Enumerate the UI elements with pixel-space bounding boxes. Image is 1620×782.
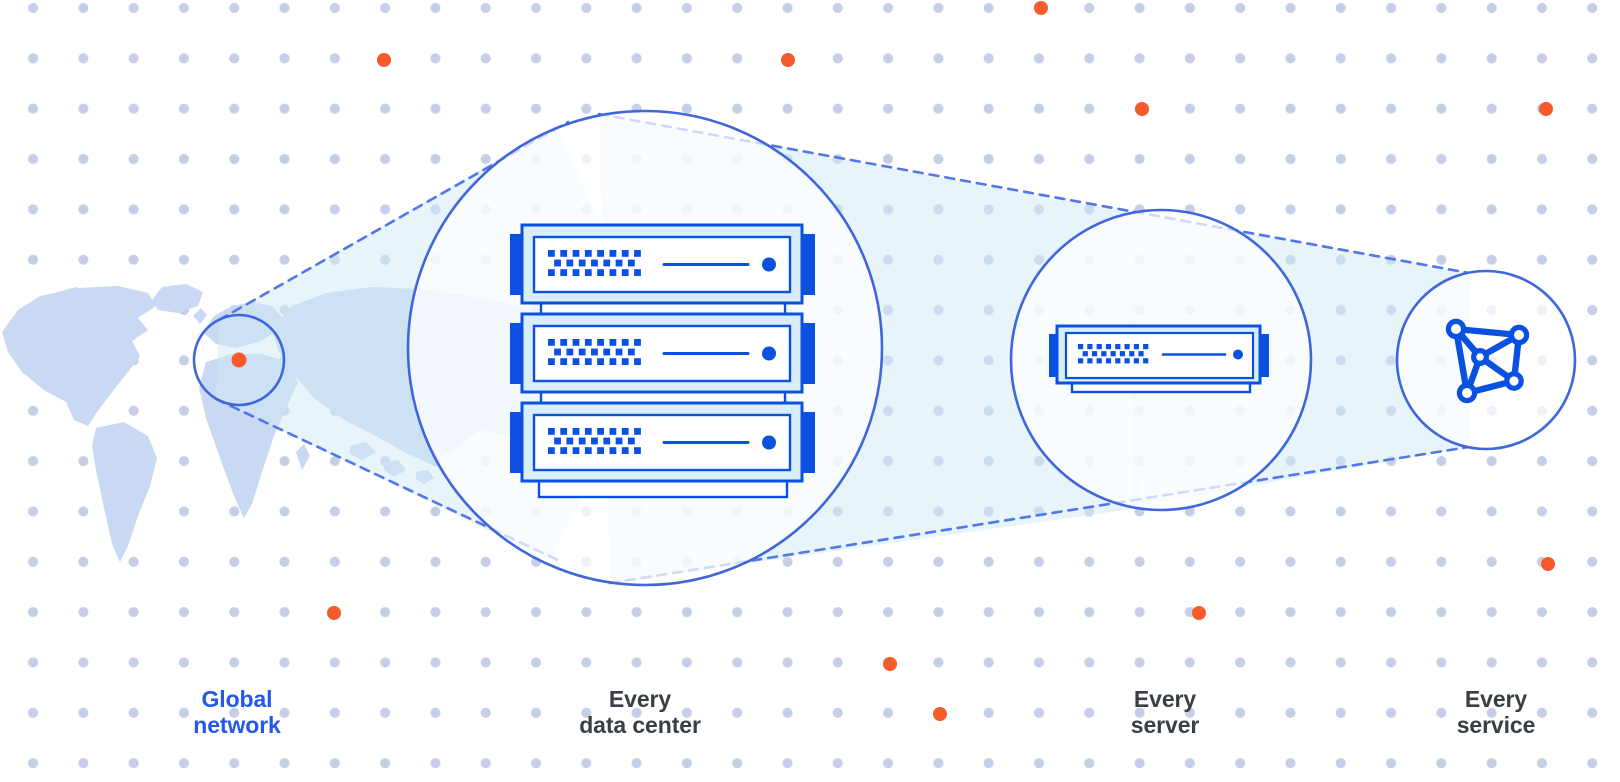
network-node [1456, 382, 1478, 404]
accent-dot [1541, 557, 1555, 571]
server-vent-dots [548, 250, 641, 276]
server-vent-dots [548, 428, 641, 454]
map-north-america [2, 286, 156, 426]
stage-label-every-service: Every service [1457, 686, 1536, 738]
map-location-dot [231, 352, 247, 368]
server-icon [1049, 324, 1269, 394]
network-node [1508, 324, 1530, 346]
accent-dot [933, 707, 947, 721]
map-arctic-islands [58, 287, 88, 300]
network-node [1470, 348, 1489, 367]
server-rack-icon [510, 223, 815, 499]
accent-dot [1539, 102, 1553, 116]
server-led [1233, 349, 1243, 360]
stage-label-every-server: Every server [1130, 686, 1200, 738]
server-ear [1259, 334, 1269, 377]
server-ear [801, 412, 815, 473]
stage-label-line: server [1130, 712, 1200, 738]
map-south-america [92, 422, 157, 562]
map-madagascar [296, 444, 310, 470]
server-ear [801, 323, 815, 384]
accent-dots [231, 1, 1555, 721]
server-led [762, 257, 776, 272]
server-rack-unit [510, 401, 815, 483]
map-greenland [152, 284, 203, 313]
accent-dot [377, 53, 391, 67]
stage-label-line: network [193, 712, 281, 738]
accent-dot [327, 606, 341, 620]
stage-label-global-network: Global network [193, 686, 281, 738]
stage-label-line: Every [1464, 686, 1528, 712]
server-ear [1049, 334, 1059, 377]
dashed-guide-line [217, 120, 570, 322]
network-node [1504, 371, 1524, 391]
magnifier-circle-icon [192, 313, 286, 407]
server-rack-unit [510, 312, 815, 394]
accent-dot [1192, 606, 1206, 620]
accent-dot [781, 53, 795, 67]
server-ear [801, 234, 815, 295]
stage-label-every-data-center: Every data center [579, 686, 701, 738]
accent-dot [1135, 102, 1149, 116]
accent-dot [1034, 1, 1048, 15]
server-vent-dots [548, 339, 641, 365]
stage-label-line: data center [579, 712, 701, 738]
server-led [762, 435, 776, 450]
server-rack-unit [510, 223, 815, 305]
stage-label-line: Global [201, 686, 273, 712]
network-graph-icon [1445, 318, 1530, 404]
stage-label-line: Every [608, 686, 672, 712]
network-node [1445, 318, 1467, 340]
stage-label-line: service [1456, 712, 1536, 738]
map-uk [193, 308, 207, 324]
stage-label-line: Every [1133, 686, 1197, 712]
server-vent-dots [1078, 344, 1149, 364]
accent-dot [883, 657, 897, 671]
server-led [762, 346, 776, 361]
